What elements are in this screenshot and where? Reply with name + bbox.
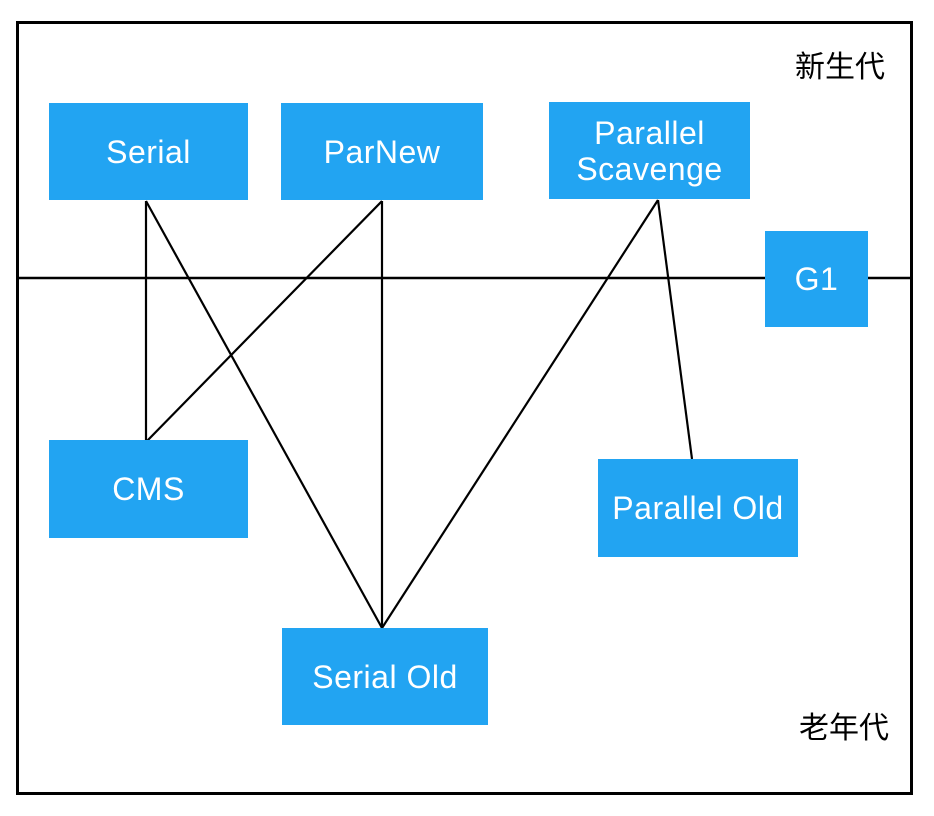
old-generation-label: 老年代 bbox=[799, 712, 889, 745]
node-serial-label: Serial bbox=[106, 133, 191, 170]
node-parnew: ParNew bbox=[281, 103, 483, 200]
node-parallel-scavenge-label: Parallel Scavenge bbox=[576, 114, 723, 187]
node-serial-old: Serial Old bbox=[282, 628, 488, 725]
node-parallel-old: Parallel Old bbox=[598, 459, 798, 557]
node-g1-label: G1 bbox=[794, 261, 839, 297]
node-cms-label: CMS bbox=[112, 471, 185, 507]
edge-parnew-to-cms bbox=[146, 200, 383, 442]
edge-parallel-scavenge-to-parallel-old bbox=[656, 199, 694, 460]
node-g1: G1 bbox=[765, 231, 868, 327]
node-cms: CMS bbox=[49, 440, 248, 538]
edge-serial-to-serial-old bbox=[145, 200, 383, 629]
node-serial-old-label: Serial Old bbox=[312, 658, 458, 695]
young-generation-label: 新生代 bbox=[795, 51, 885, 84]
edge-parallel-scavenge-to-serial-old bbox=[381, 199, 659, 629]
node-parallel-old-label: Parallel Old bbox=[612, 490, 784, 526]
node-serial: Serial bbox=[49, 103, 248, 200]
node-parnew-label: ParNew bbox=[323, 133, 441, 170]
heap-boundary-box bbox=[16, 21, 913, 795]
node-parallel-scavenge: Parallel Scavenge bbox=[549, 102, 750, 199]
